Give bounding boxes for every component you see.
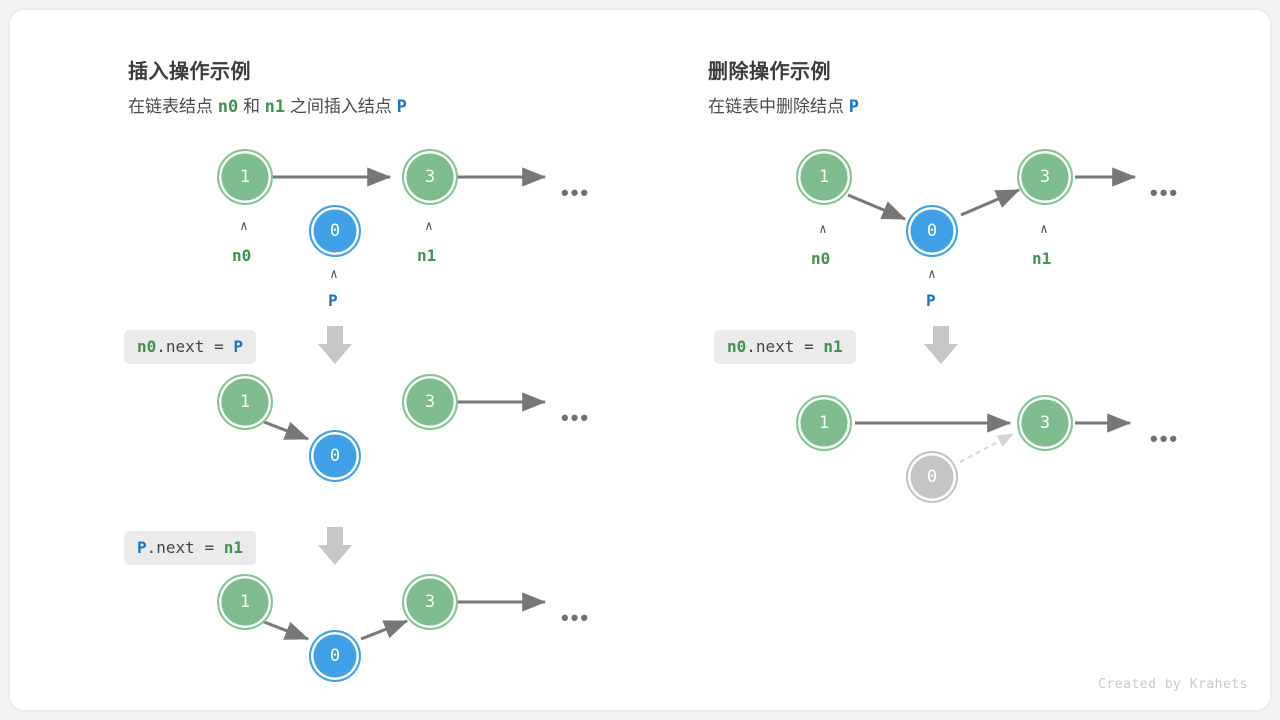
insert-step2-node-3: 3 [402, 374, 458, 430]
remove-step2-token-n1: n1 [823, 337, 843, 356]
insert-step2-ellipsis: ••• [561, 405, 591, 430]
remove-step1-caret-n1: ∧ [1040, 222, 1048, 237]
insert-step1-pointer-n1: n1 [417, 246, 437, 265]
remove-step2-token-next: .next = [746, 337, 824, 356]
insert-step1-caret-n1: ∧ [425, 219, 433, 234]
remove-step2-down-arrow [924, 326, 958, 364]
insert-step3-token-n1: n1 [223, 538, 243, 557]
insert-subtitle-text-1: 在链表结点 [128, 97, 218, 116]
insert-subtitle-token-n0: n0 [217, 97, 239, 117]
remove-step2-code-chip: n0.next = n1 [714, 330, 856, 364]
insert-step3-node-3: 3 [402, 574, 458, 630]
remove-step1-pointer-p: P [926, 291, 936, 310]
insert-step2-token-next: .next = [156, 337, 234, 356]
footer-credit: Created by Krahets [1098, 677, 1248, 692]
insert-step2-node-0: 0 [309, 430, 361, 482]
remove-step1-pointer-n0: n0 [811, 249, 831, 268]
remove-step2-token-n0: n0 [727, 337, 747, 356]
insert-subtitle-text-3: 之间插入结点 [285, 97, 397, 116]
insert-step2-token-n0: n0 [137, 337, 157, 356]
remove-step2-node-3: 3 [1017, 395, 1073, 451]
insert-step1-pointer-p: P [328, 291, 338, 310]
remove-step1-node-1: 1 [796, 149, 852, 205]
insert-step1-pointer-n0: n0 [232, 246, 252, 265]
remove-subtitle-text-1: 在链表中删除结点 [708, 97, 849, 116]
insert-step2-token-p: P [233, 337, 243, 356]
insert-step3-token-p: P [137, 538, 147, 557]
insert-step3-token-next: .next = [146, 538, 224, 557]
insert-step1-node-1: 1 [217, 149, 273, 205]
remove-step1-caret-p: ∧ [928, 267, 936, 282]
insert-panel-title: 插入操作示例 [128, 61, 251, 83]
remove-panel-subtitle: 在链表中删除结点 P [708, 92, 859, 117]
insert-step1-caret-n0: ∧ [240, 219, 248, 234]
diagram-card: 插入操作示例 在链表结点 n0 和 n1 之间插入结点 P 1 0 3 ••• … [10, 10, 1270, 710]
remove-step1-caret-n0: ∧ [819, 222, 827, 237]
remove-step2-node-1: 1 [796, 395, 852, 451]
insert-step2-code-chip: n0.next = P [124, 330, 256, 364]
insert-subtitle-text-2: 和 [238, 97, 265, 116]
insert-step1-ellipsis: ••• [561, 180, 591, 205]
remove-subtitle-token-p: P [848, 97, 859, 117]
insert-step2-down-arrow [318, 326, 352, 364]
insert-step1-node-3: 3 [402, 149, 458, 205]
remove-step1-ellipsis: ••• [1150, 180, 1180, 205]
insert-subtitle-token-n1: n1 [264, 97, 286, 117]
remove-step1-pointer-n1: n1 [1032, 249, 1052, 268]
insert-step1-caret-p: ∧ [330, 267, 338, 282]
insert-step3-node-1: 1 [217, 574, 273, 630]
insert-step3-code-chip: P.next = n1 [124, 531, 256, 565]
insert-panel-subtitle: 在链表结点 n0 和 n1 之间插入结点 P [128, 92, 407, 117]
insert-step2-node-1: 1 [217, 374, 273, 430]
remove-step1-node-3: 3 [1017, 149, 1073, 205]
remove-step2-node-0-deleted: 0 [906, 451, 958, 503]
insert-subtitle-token-p: P [396, 97, 407, 117]
remove-panel-title: 删除操作示例 [708, 61, 831, 83]
insert-step3-node-0: 0 [309, 630, 361, 682]
insert-step3-ellipsis: ••• [561, 605, 591, 630]
insert-step3-down-arrow [318, 527, 352, 565]
remove-step2-ellipsis: ••• [1150, 426, 1180, 451]
remove-step1-node-0: 0 [906, 205, 958, 257]
insert-step1-node-0: 0 [309, 205, 361, 257]
